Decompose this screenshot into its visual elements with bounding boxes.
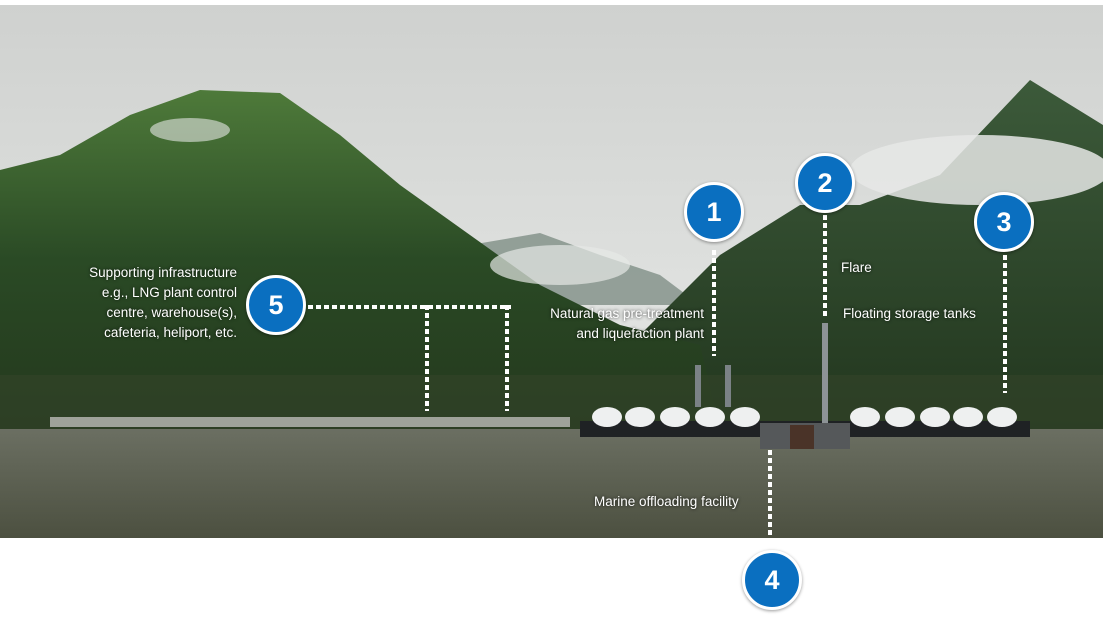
lng-site-photo	[0, 5, 1103, 538]
label-line: Natural gas pre-treatment	[550, 306, 704, 321]
cloud	[150, 118, 230, 142]
marker-number: 1	[706, 196, 722, 227]
label-3: Floating storage tanks	[843, 306, 976, 321]
marker-number: 2	[817, 167, 833, 198]
marker-1[interactable]: 1	[684, 182, 744, 242]
marker-4[interactable]: 4	[742, 550, 802, 610]
left-mountain	[0, 90, 720, 430]
label-line: centre, warehouse(s),	[106, 305, 237, 320]
cloud	[490, 245, 630, 285]
marker-number: 3	[996, 206, 1012, 237]
label-line: Supporting infrastructure	[89, 265, 237, 280]
leader-line-5b	[505, 305, 509, 411]
leader-line-3	[1003, 255, 1007, 393]
label-1: Natural gas pre-treatment and liquefacti…	[550, 304, 704, 344]
label-line: e.g., LNG plant control	[101, 285, 237, 300]
leader-line-5a	[425, 305, 429, 411]
marker-3[interactable]: 3	[974, 192, 1034, 252]
water	[0, 429, 1103, 538]
leader-line-2	[823, 215, 827, 317]
marker-number: 4	[764, 564, 780, 595]
cloud	[850, 135, 1103, 205]
label-2: Flare	[841, 260, 872, 275]
leader-line-5	[308, 305, 511, 309]
leader-line-4	[768, 450, 772, 550]
label-4: Marine offloading facility	[594, 494, 739, 509]
marker-number: 5	[268, 289, 284, 320]
marker-5[interactable]: 5	[246, 275, 306, 335]
label-5: Supporting infrastructure e.g., LNG plan…	[89, 263, 237, 343]
leader-line-1	[712, 250, 716, 356]
label-line: and liquefaction plant	[576, 326, 704, 341]
lng-barge	[580, 323, 1030, 449]
label-line: cafeteria, heliport, etc.	[104, 325, 237, 340]
marker-2[interactable]: 2	[795, 153, 855, 213]
shore-buildings	[50, 417, 570, 427]
